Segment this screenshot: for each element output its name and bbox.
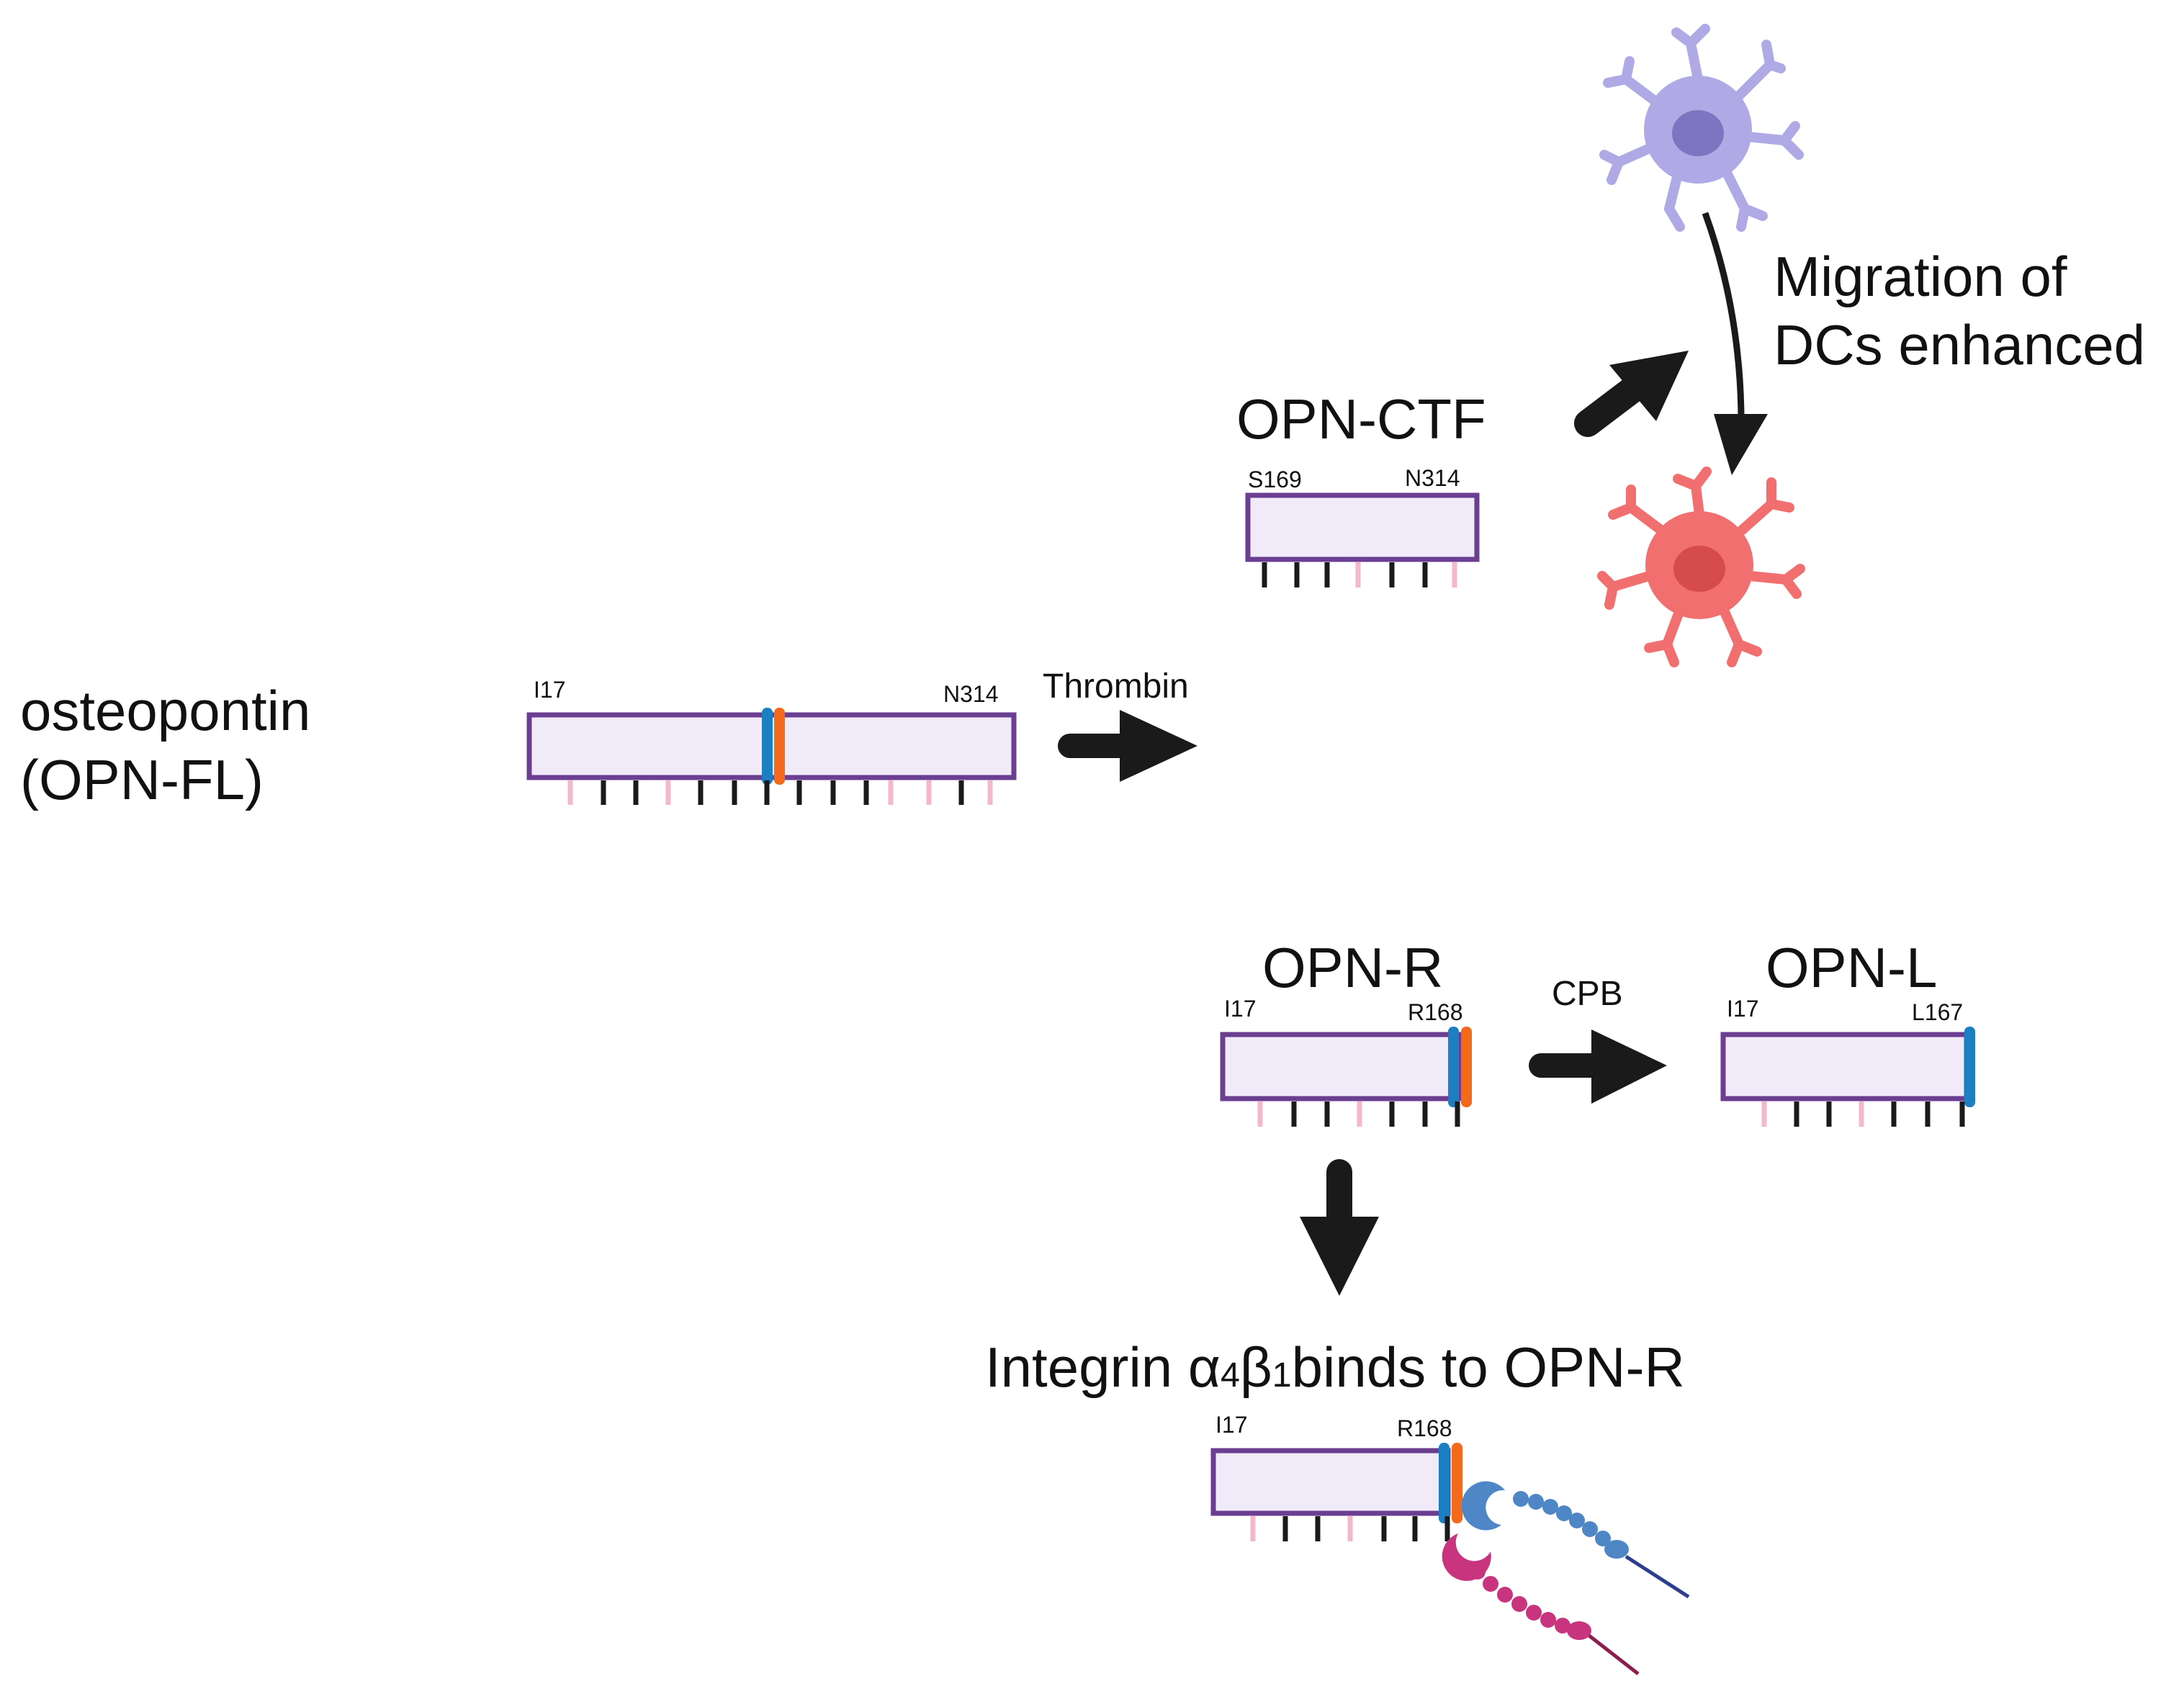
migration-label-line2: DCs enhanced xyxy=(1774,313,2145,377)
opn-l-blue-marker xyxy=(1964,1027,1975,1107)
opn-r-ticks xyxy=(1257,1101,1460,1127)
opn-r-title: OPN-R xyxy=(1262,936,1444,999)
integrin-caption-sub-beta: 1 xyxy=(1272,1356,1292,1395)
integrin-caption: Integrin α4β1binds to OPN-R xyxy=(985,1339,1685,1395)
thrombin-arrow xyxy=(1058,710,1197,782)
opn-l-ticks xyxy=(1761,1101,1965,1127)
integrin-opn-r-orange-marker xyxy=(1452,1443,1462,1523)
migration-arrow xyxy=(1702,212,1768,475)
opn-fl-title-line2: (OPN-FL) xyxy=(20,748,264,811)
opn-r-bar xyxy=(1220,1032,1462,1101)
opn-r-start-residue: I17 xyxy=(1224,996,1257,1022)
integrin-down-arrow xyxy=(1300,1159,1379,1296)
integrin-caption-pre: Integrin α xyxy=(985,1335,1221,1399)
thrombin-label: Thrombin xyxy=(1043,667,1189,706)
integrin-opn-r-blue-marker xyxy=(1439,1443,1450,1523)
integrin-caption-beta: β xyxy=(1239,1335,1272,1399)
integrin-opn-r-bar xyxy=(1210,1448,1451,1516)
opn-ctf-title: OPN-CTF xyxy=(1236,387,1486,451)
opn-r-end-residue: R168 xyxy=(1408,999,1463,1025)
opn-l-protein xyxy=(1720,1027,1975,1127)
opn-fl-title-line1: osteopontin xyxy=(20,679,311,742)
opn-fl-ticks xyxy=(567,780,993,805)
opn-ctf-end-residue: N314 xyxy=(1405,465,1460,491)
integrin-opn-r-ticks xyxy=(1250,1516,1450,1541)
integrin-beta1-subunit xyxy=(1442,1533,1640,1675)
migration-label-line1: Migration of xyxy=(1774,245,2067,308)
opn-ctf-protein xyxy=(1245,492,1480,587)
opn-fl-orange-marker xyxy=(774,708,785,785)
cpb-arrow xyxy=(1529,1030,1667,1104)
opn-fl-start-residue: I17 xyxy=(534,677,566,703)
dendritic-cell-purple xyxy=(1599,24,1804,232)
integrin-opn-r-start-residue: I17 xyxy=(1215,1412,1248,1438)
integrin-opn-r-protein xyxy=(1210,1443,1462,1541)
dendritic-cell-red xyxy=(1597,467,1805,667)
opn-r-blue-marker xyxy=(1448,1027,1459,1107)
opn-l-end-residue: L167 xyxy=(1912,999,1964,1025)
integrin-opn-r-end-residue: R168 xyxy=(1397,1415,1452,1441)
opn-fl-blue-marker xyxy=(762,708,773,785)
opn-ctf-start-residue: S169 xyxy=(1248,467,1302,492)
opn-r-orange-marker xyxy=(1461,1027,1472,1107)
integrin-alpha4-subunit xyxy=(1461,1481,1690,1599)
cpb-label: CPB xyxy=(1552,975,1623,1013)
opn-ctf-ticks xyxy=(1262,562,1457,587)
opn-l-start-residue: I17 xyxy=(1727,996,1759,1022)
opn-l-title: OPN-L xyxy=(1766,936,1938,999)
opn-l-bar xyxy=(1720,1032,1969,1101)
opn-ctf-bar xyxy=(1245,492,1480,562)
opn-fl-protein xyxy=(526,708,1017,805)
ctf-to-dc-arrow xyxy=(1574,351,1689,437)
integrin-caption-sub-alpha: 4 xyxy=(1220,1356,1240,1395)
opn-fl-end-residue: N314 xyxy=(943,681,999,707)
integrin-caption-post: binds to OPN-R xyxy=(1291,1335,1685,1399)
opn-r-protein xyxy=(1220,1027,1472,1127)
